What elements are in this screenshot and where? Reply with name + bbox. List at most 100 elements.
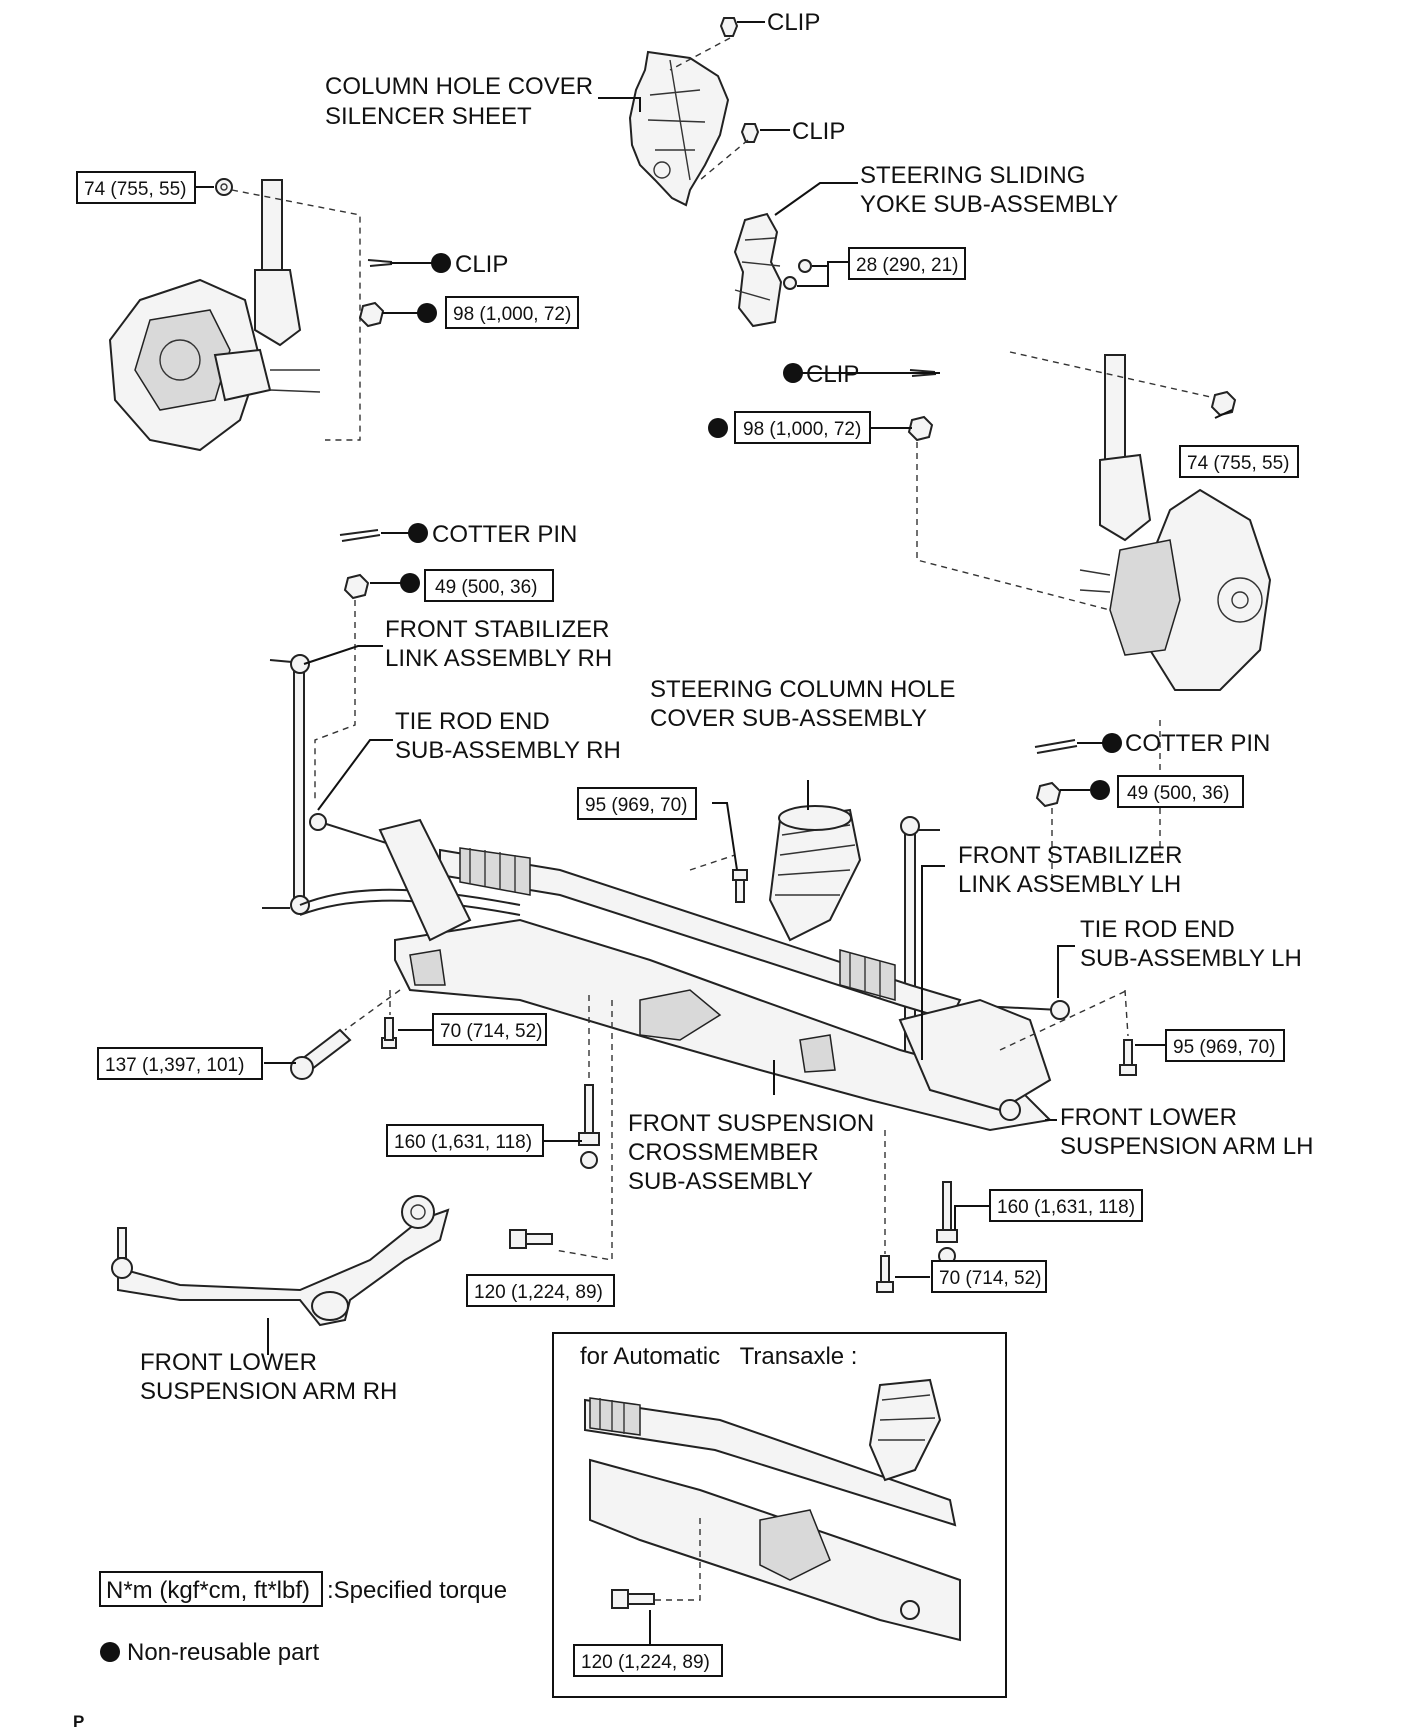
- label-stabilizer-link-lh-line2: LINK ASSEMBLY LH: [958, 871, 1181, 898]
- label-lower-arm-lh-line2: SUSPENSION ARM LH: [1060, 1133, 1313, 1160]
- bolt-160-left-drawing: [578, 1084, 600, 1169]
- rh-link-dash: [314, 600, 356, 800]
- torque-49-lh: 49 (500, 36): [1117, 775, 1244, 808]
- torque-49-rh-text: 49 (500, 36): [435, 577, 537, 598]
- nut-98-rh-drawing: [358, 301, 385, 328]
- torque-74-rh-text: 74 (755, 55): [84, 179, 186, 200]
- rh-knuckle-assembly-drawing: [108, 179, 321, 452]
- label-silencer-sheet-line2: SILENCER SHEET: [325, 103, 532, 130]
- inset-title: for Automatic Transaxle :: [580, 1343, 857, 1370]
- torque-98-rh: 98 (1,000, 72): [445, 296, 579, 329]
- cotter-pin-rh-drawing: [339, 529, 381, 542]
- footer-mark: P: [73, 1712, 84, 1731]
- torque-74-rh: 74 (755, 55): [76, 171, 196, 204]
- torque-137: 137 (1,397, 101): [97, 1047, 263, 1080]
- bolt-70-right-drawing: [876, 1255, 894, 1293]
- label-clip-lh: CLIP: [806, 361, 859, 388]
- legend-torque-box: [99, 1571, 323, 1607]
- nut-98-lh-drawing: [907, 415, 934, 442]
- torque-95-right-text: 95 (969, 70): [1173, 1037, 1275, 1058]
- torque-95-center: 95 (969, 70): [577, 787, 697, 820]
- cotter-pin-lh-drawing: [1034, 739, 1078, 754]
- label-stabilizer-link-rh-line2: LINK ASSEMBLY RH: [385, 645, 612, 672]
- clip-top-drawing: [719, 17, 739, 37]
- crossmember-drawing: [378, 818, 1053, 1132]
- bolt-95-right-drawing: [1119, 1039, 1137, 1076]
- torque-70-right: 70 (714, 52): [931, 1260, 1047, 1293]
- silencer-sheet-drawing: [628, 50, 730, 207]
- torque-74-lh-text: 74 (755, 55): [1187, 453, 1289, 474]
- lh-knuckle-dash: [916, 351, 1216, 611]
- steering-yoke-drawing: [733, 212, 848, 328]
- clip-rh-drawing: [367, 259, 393, 267]
- crossmember-bolt-dash: [344, 989, 1129, 1261]
- legend-torque-desc: :Specified torque: [327, 1577, 507, 1604]
- label-tie-rod-rh-line1: TIE ROD END: [395, 708, 550, 735]
- torque-49-rh: 49 (500, 36): [424, 569, 554, 602]
- label-clip-mid: CLIP: [792, 118, 845, 145]
- torque-120-main-text: 120 (1,224, 89): [474, 1282, 603, 1303]
- torque-28-text: 28 (290, 21): [856, 255, 958, 276]
- non-reusable-dot: [783, 363, 803, 383]
- rh-knuckle-dash: [231, 189, 361, 441]
- non-reusable-dot: [708, 418, 728, 438]
- torque-160-left: 160 (1,631, 118): [386, 1124, 544, 1157]
- torque-95-center-text: 95 (969, 70): [585, 795, 687, 816]
- label-lower-arm-lh-line1: FRONT LOWER: [1060, 1104, 1237, 1131]
- label-column-hole-cover-line1: STEERING COLUMN HOLE: [650, 676, 955, 703]
- bolt-120-main-drawing: [509, 1229, 553, 1249]
- label-clip-top: CLIP: [767, 9, 820, 36]
- torque-120-main: 120 (1,224, 89): [466, 1274, 615, 1307]
- non-reusable-dot: [400, 573, 420, 593]
- steering-column-boot-drawing: [768, 805, 862, 942]
- torque-160-left-text: 160 (1,631, 118): [394, 1132, 532, 1153]
- label-column-hole-cover-line2: COVER SUB-ASSEMBLY: [650, 705, 927, 732]
- label-crossmember-line3: SUB-ASSEMBLY: [628, 1168, 813, 1195]
- torque-120-inset: 120 (1,224, 89): [573, 1644, 723, 1677]
- inset-bolt-dash: [655, 1515, 701, 1601]
- clip-mid-drawing: [740, 123, 760, 143]
- label-stabilizer-link-rh-line1: FRONT STABILIZER: [385, 616, 609, 643]
- label-cotter-pin-rh: COTTER PIN: [432, 521, 577, 548]
- torque-28: 28 (290, 21): [848, 247, 966, 280]
- bolt-95-dash: [689, 854, 736, 871]
- torque-160-right: 160 (1,631, 118): [989, 1189, 1143, 1222]
- non-reusable-markers: [100, 253, 1122, 1662]
- legend-non-reusable: Non-reusable part: [127, 1639, 319, 1666]
- legend-torque-unit: N*m (kgf*cm, ft*lbf): [106, 1577, 310, 1604]
- leader-lines: [196, 21, 1233, 1645]
- label-tie-rod-rh-line2: SUB-ASSEMBLY RH: [395, 737, 621, 764]
- torque-49-lh-text: 49 (500, 36): [1127, 783, 1229, 804]
- bolt-120-inset-drawing: [611, 1589, 655, 1609]
- label-crossmember-line2: CROSSMEMBER: [628, 1139, 819, 1166]
- lh-knuckle-assembly-drawing: [1079, 354, 1272, 691]
- label-lower-arm-rh-line2: SUSPENSION ARM RH: [140, 1378, 397, 1405]
- label-tie-rod-lh-line2: SUB-ASSEMBLY LH: [1080, 945, 1302, 972]
- front-lower-arm-rh-drawing: [111, 1195, 450, 1327]
- nut-49-lh-drawing: [1035, 781, 1062, 808]
- label-silencer-sheet-line1: COLUMN HOLE COVER: [325, 73, 593, 100]
- label-cotter-pin-lh: COTTER PIN: [1125, 730, 1270, 757]
- non-reusable-dot: [100, 1642, 120, 1662]
- legend: N*m (kgf*cm, ft*lbf) :Specified torque N…: [99, 1571, 507, 1666]
- non-reusable-dot: [417, 303, 437, 323]
- part-labels: CLIP COLUMN HOLE COVER SILENCER SHEET CL…: [140, 9, 1313, 1405]
- torque-98-lh-text: 98 (1,000, 72): [743, 419, 861, 440]
- silencer-clip-dash: [669, 37, 749, 181]
- non-reusable-dot: [1090, 780, 1110, 800]
- label-clip-rh: CLIP: [455, 251, 508, 278]
- torque-74-lh: 74 (755, 55): [1179, 445, 1299, 478]
- label-stabilizer-link-lh-line1: FRONT STABILIZER: [958, 842, 1182, 869]
- nut-74-rh-drawing: [215, 178, 233, 196]
- bolt-70-left-drawing: [381, 1017, 397, 1049]
- non-reusable-dot: [1102, 733, 1122, 753]
- torque-98-rh-text: 98 (1,000, 72): [453, 304, 571, 325]
- label-steering-yoke-line1: STEERING SLIDING: [860, 162, 1085, 189]
- torque-98-lh: 98 (1,000, 72): [734, 411, 871, 444]
- torque-160-right-text: 160 (1,631, 118): [997, 1197, 1135, 1218]
- label-lower-arm-rh-line1: FRONT LOWER: [140, 1349, 317, 1376]
- bolt-95-center-drawing: [732, 869, 748, 903]
- label-crossmember-line1: FRONT SUSPENSION: [628, 1110, 874, 1137]
- stabilizer-link-rh-drawing: [262, 654, 310, 915]
